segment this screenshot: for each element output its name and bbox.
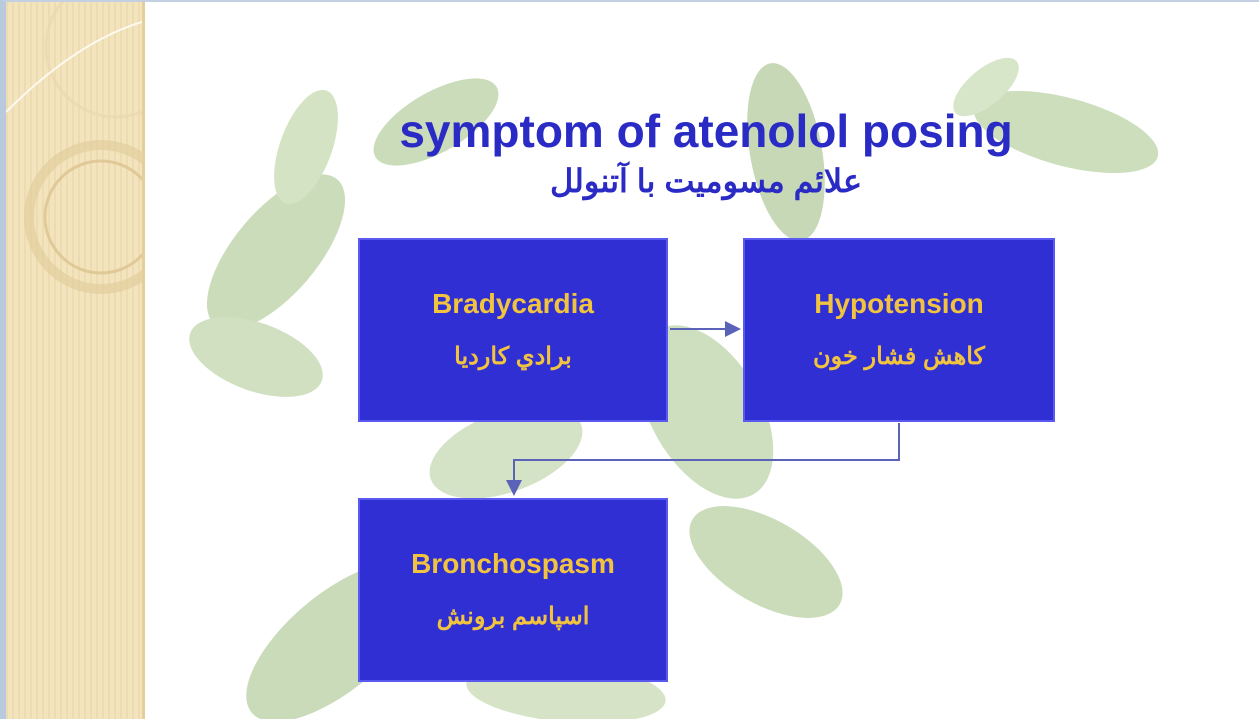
node-hypotension: Hypotension كاهش فشار خون — [743, 238, 1055, 422]
node-bronchospasm: Bronchospasm اسپاسم برونش — [358, 498, 668, 682]
diagram-title: symptom of atenolol posing — [336, 104, 1076, 158]
node-label-persian: كاهش فشار خون — [745, 342, 1053, 371]
node-label: Bronchospasm — [360, 548, 666, 580]
node-label-persian: برادي كارديا — [360, 342, 666, 371]
node-label: Bradycardia — [360, 288, 666, 320]
node-label-persian: اسپاسم برونش — [360, 602, 666, 631]
node-label: Hypotension — [745, 288, 1053, 320]
diagram-subtitle: علائم مسومیت با آتنولل — [406, 162, 1006, 200]
node-bradycardia: Bradycardia برادي كارديا — [358, 238, 668, 422]
